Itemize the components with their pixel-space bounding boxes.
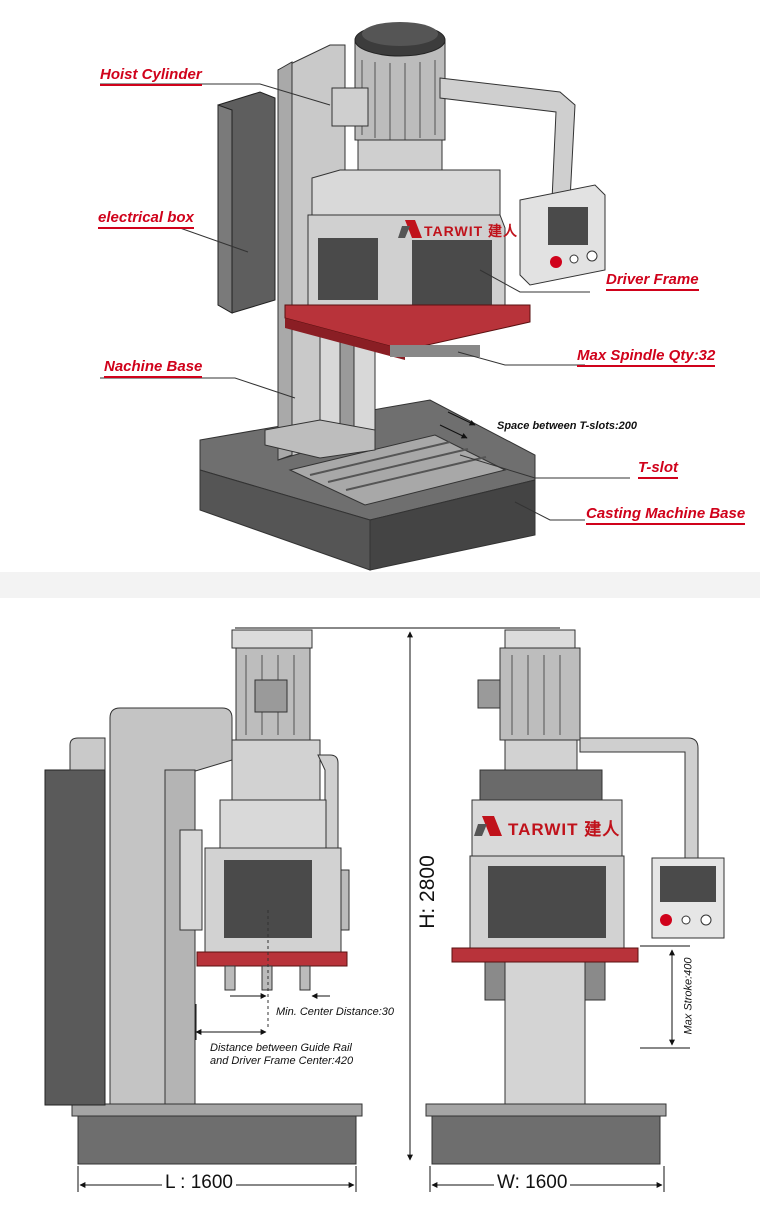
dim-width: W: 1600 xyxy=(494,1172,571,1194)
electrical-box-shape xyxy=(217,91,276,314)
control-panel-shape xyxy=(519,184,606,286)
label-hoist-cylinder: Hoist Cylinder xyxy=(100,66,202,86)
label-driver-frame: Driver Frame xyxy=(606,271,699,291)
brand-logo-mark xyxy=(398,220,502,836)
dim-length: L : 1600 xyxy=(162,1172,236,1194)
label-electrical-box: electrical box xyxy=(98,209,194,229)
label-max-spindle: Max Spindle Qty:32 xyxy=(577,347,716,367)
brand-name-top: TARWIT 建人 xyxy=(424,223,519,239)
perspective-view xyxy=(199,22,606,571)
dim-guide-rail-2: and Driver Frame Center:420 xyxy=(210,1055,354,1067)
dim-max-stroke: Max Stroke:400 xyxy=(682,957,695,1035)
t-slot-table-shape xyxy=(288,434,507,506)
label-t-slot: T-slot xyxy=(638,459,678,479)
dim-min-center: Min. Center Distance:30 xyxy=(276,1006,394,1018)
brand-name-bottom: TARWIT 建人 xyxy=(508,820,621,839)
view-divider xyxy=(0,572,760,598)
front-view xyxy=(425,629,725,1165)
motor-shape xyxy=(331,22,446,181)
side-view xyxy=(44,629,363,1165)
label-t-slot-space: Space between T-slots:200 xyxy=(497,420,637,432)
dim-guide-rail-1: Distance between Guide Rail xyxy=(210,1042,352,1054)
driver-frame-shape xyxy=(284,169,531,360)
t-slot-space-arrows xyxy=(439,411,476,439)
label-nachine-base: Nachine Base xyxy=(104,358,203,378)
dim-height: H: 2800 xyxy=(415,852,440,932)
label-casting-base: Casting Machine Base xyxy=(586,505,746,525)
